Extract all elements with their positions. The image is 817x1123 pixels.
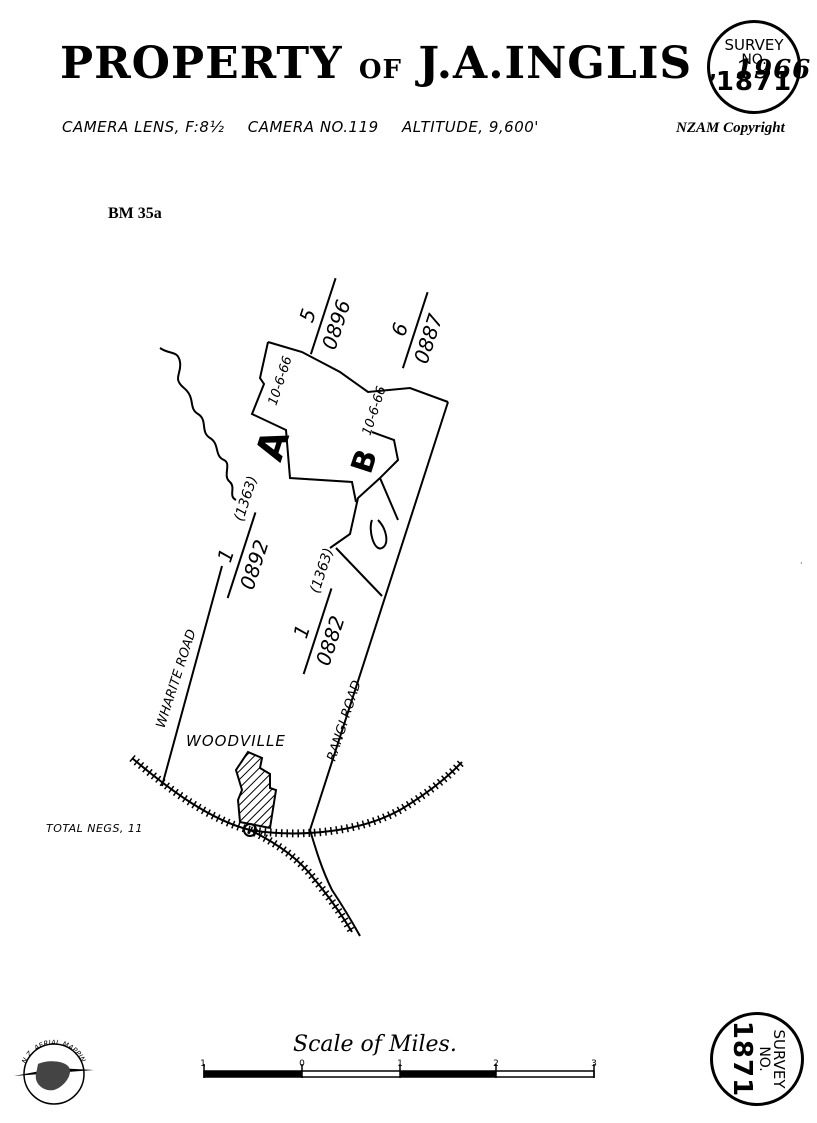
title-owner: J.A.INGLIS <box>418 38 693 89</box>
rangi-road-label: RANGI ROAD <box>325 679 365 763</box>
run-a-frame: 5 <box>294 306 321 326</box>
scale-tick-1: 1 <box>397 1059 403 1069</box>
railway-branch-ties <box>248 826 356 935</box>
run-2-film: 0882 <box>311 613 350 669</box>
stray-mark: · <box>800 559 803 568</box>
scale-tick-0: 0 <box>299 1059 305 1069</box>
camera-lens: CAMERA LENS, F:8½ <box>62 118 225 136</box>
bm-reference: BM 35a <box>108 205 162 222</box>
run-a-outline <box>250 341 449 503</box>
run-b-frame: 6 <box>386 320 413 340</box>
survey-stamp-top: SURVEY NO. 1871 <box>707 20 801 114</box>
emblem-text: N.Z. AERIAL MAPPING LTD <box>8 1030 87 1065</box>
annotation-run-1-ref: (1363) <box>231 474 261 523</box>
railway-branch <box>249 829 353 933</box>
scale-tick-1-left: 1 <box>200 1059 206 1069</box>
emblem-text-path: N.Z. AERIAL MAPPING LTD <box>8 1030 87 1065</box>
scale-title: Scale of Miles. <box>293 1032 457 1057</box>
rangi-road-label-group: RANGI ROAD <box>325 679 365 763</box>
annotation-run-a-film: 5 0896 <box>294 277 356 355</box>
emblem-globe-icon <box>35 1061 71 1091</box>
run-b-letter: B <box>345 445 385 478</box>
run-a-letter: A <box>247 424 298 466</box>
run-2-ref: (1363) <box>307 546 337 595</box>
run-b-film: 0887 <box>409 310 448 366</box>
wharite-road-label: WHARITE ROAD <box>154 628 200 730</box>
stamp-no-label: NO. <box>741 52 767 68</box>
annotation-run-a-date: 10-6-66 <box>266 354 296 407</box>
aerial-mapping-emblem: N.Z. AERIAL MAPPING LTD <box>8 1030 94 1105</box>
run-b-date: 10-6-66 <box>360 384 390 437</box>
title-of: OF <box>358 55 402 85</box>
scale-bar: 1 0 1 2 3 <box>200 1059 597 1078</box>
camera-number: CAMERA NO.119 <box>247 118 379 136</box>
stamp-number: 1871 <box>715 67 793 97</box>
south-road <box>309 829 361 937</box>
woodville-town-block <box>234 750 278 830</box>
annotation-run-b-date: 10-6-66 <box>360 384 390 437</box>
annotation-run-2: 1 0882 <box>288 588 350 675</box>
run-b-outline <box>329 431 400 550</box>
camera-info: CAMERA LENS, F:8½ CAMERA NO.119 ALTITUDE… <box>62 118 557 136</box>
copyright-notice: NZAM Copyright <box>676 120 785 136</box>
camera-altitude: ALTITUDE, 9,600' <box>401 118 539 136</box>
rangi-road-line <box>309 401 449 831</box>
woodville-label: WOODVILLE <box>186 732 286 750</box>
run-a-date: 10-6-66 <box>266 354 296 407</box>
total-negs-label: TOTAL NEGS, 11 <box>46 822 143 835</box>
annotation-run-b-film: 6 0887 <box>386 291 448 369</box>
run-1-frame: 1 <box>212 546 239 566</box>
run-a-film: 0896 <box>317 297 356 353</box>
emblem-ring-icon <box>23 1043 85 1105</box>
run-1-film: 0892 <box>235 537 274 593</box>
wharite-road-label-group: WHARITE ROAD <box>154 628 200 730</box>
scale-tick-3: 3 <box>591 1059 597 1069</box>
annotation-run-2-ref: (1363) <box>307 546 337 595</box>
run-2-frame: 1 <box>288 622 315 642</box>
scale-tick-2: 2 <box>493 1059 499 1069</box>
run-b-diagonal <box>335 547 383 597</box>
stamp-survey-label: SURVEY <box>724 36 784 54</box>
river-line <box>159 347 237 501</box>
title-main: PROPERTY <box>60 38 343 89</box>
wharite-road-line <box>161 565 223 787</box>
railway-curve <box>131 757 463 835</box>
run-1-ref: (1363) <box>231 474 261 523</box>
